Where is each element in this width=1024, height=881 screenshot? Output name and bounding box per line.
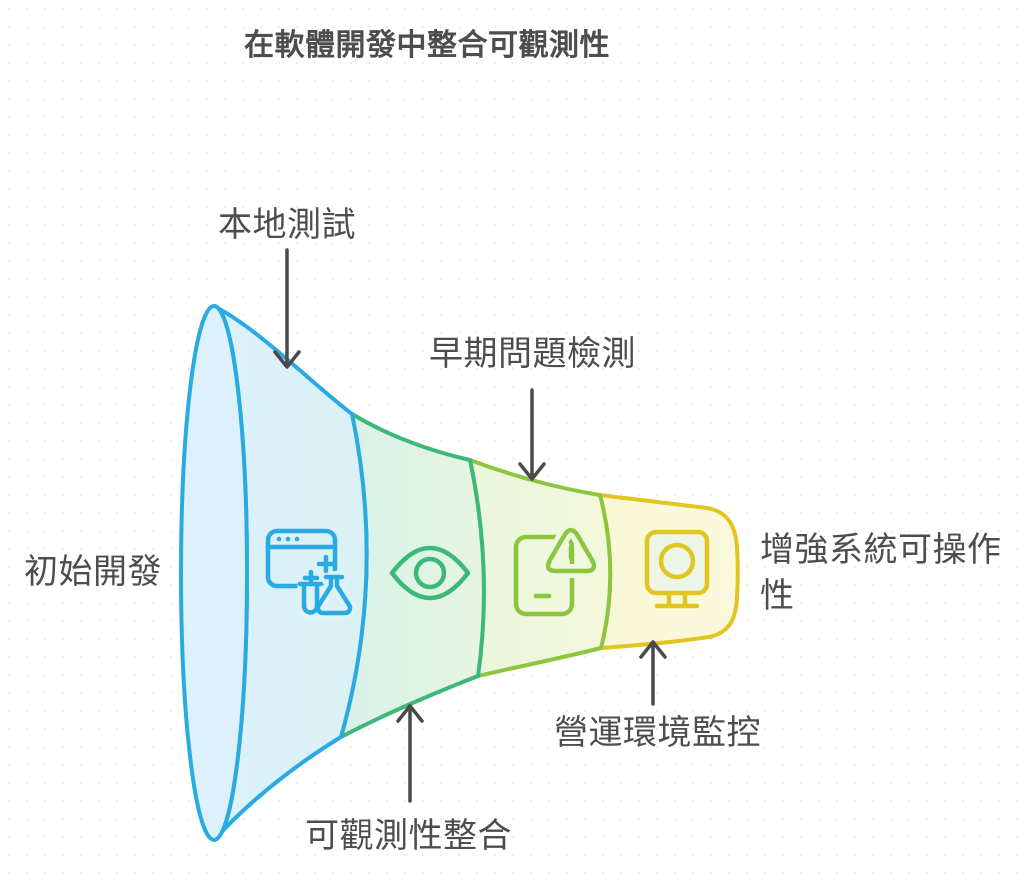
early-issue-detection-down-arrow	[518, 388, 546, 481]
label-system-operability: 增強系統可操作性	[760, 531, 1002, 615]
production-monitoring-up-arrow	[639, 640, 667, 706]
sparkle-icon	[316, 554, 336, 574]
diagram-title: 在軟體開發中整合可觀測性	[244, 29, 610, 62]
label-observability-integration: 可觀測性整合	[305, 817, 512, 855]
funnel-mouth-ellipse	[179, 304, 249, 842]
observability-integration-up-arrow	[396, 704, 424, 803]
label-production-monitoring: 營運環境監控	[554, 714, 761, 752]
monitor-icon	[644, 529, 710, 609]
label-local-testing: 本地測試	[218, 206, 356, 244]
eye-icon	[389, 545, 471, 601]
label-initial-development: 初始開發	[24, 553, 162, 591]
browser-flask-icon	[265, 528, 357, 620]
sparkle-icon	[302, 569, 320, 587]
label-early-issue-detection: 早期問題檢測	[429, 335, 636, 373]
local-testing-down-arrow	[273, 248, 301, 369]
warning-triangle-icon	[545, 527, 597, 574]
tablet-warning-icon	[513, 523, 601, 617]
